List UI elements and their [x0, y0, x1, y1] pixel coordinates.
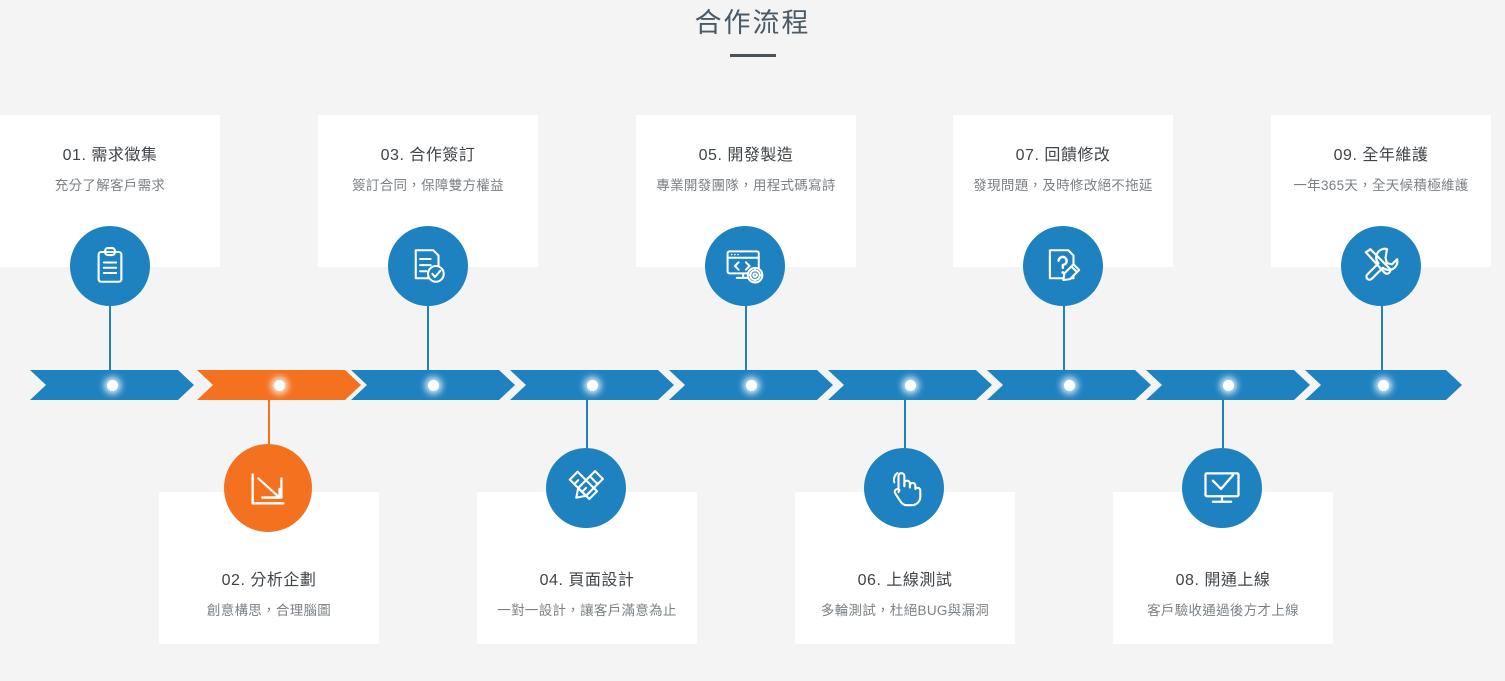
chevron-node-dot	[1378, 380, 1389, 391]
chevron-segment-06[interactable]	[828, 370, 992, 400]
step-title: 05. 開發製造	[698, 147, 794, 164]
connector-stem-07	[1063, 306, 1065, 372]
page-title: 合作流程	[694, 8, 811, 38]
connector-stem-06	[904, 398, 906, 448]
step-card-06[interactable]: 06. 上線測試 多輪測試，杜絕BUG與漏洞	[795, 492, 1015, 644]
chevron-segment-02[interactable]	[197, 370, 361, 400]
step-title: 03. 合作簽訂	[380, 147, 476, 164]
connector-stem-03	[427, 306, 429, 372]
chevron-node-dot	[746, 380, 757, 391]
step-icon-circle-03[interactable]	[388, 226, 468, 306]
connector-stem-01	[109, 306, 111, 372]
step-title: 07. 回饋修改	[1015, 147, 1111, 164]
pencil-ruler-icon	[564, 466, 608, 510]
step-card-08[interactable]: 08. 開通上線 客戶驗收通過後方才上線	[1113, 492, 1333, 644]
title-divider	[729, 54, 776, 57]
connector-stem-08	[1222, 398, 1224, 448]
step-desc: 創意構思，合理腦圖	[206, 603, 332, 618]
step-title: 06. 上線測試	[857, 572, 953, 589]
step-icon-circle-04[interactable]	[546, 448, 626, 528]
code-monitor-gear-icon	[723, 244, 767, 288]
step-desc: 發現問題，及時修改絕不拖延	[973, 178, 1153, 193]
chevron-node-dot	[587, 380, 598, 391]
chevron-segment-05[interactable]	[669, 370, 833, 400]
connector-stem-09	[1381, 306, 1383, 372]
step-desc: 專業開發團隊，用程式碼寫詩	[656, 178, 836, 193]
chevron-segment-09[interactable]	[1305, 370, 1462, 400]
chevron-node-dot	[274, 380, 285, 391]
step-icon-circle-09[interactable]	[1341, 226, 1421, 306]
chevron-node-dot	[905, 380, 916, 391]
connector-stem-04	[586, 398, 588, 448]
page-header: 合作流程	[0, 0, 1505, 90]
step-title: 08. 開通上線	[1175, 572, 1271, 589]
step-icon-circle-08[interactable]	[1182, 448, 1262, 528]
chevron-segment-03[interactable]	[351, 370, 515, 400]
chevron-segment-01[interactable]	[30, 370, 194, 400]
question-edit-icon	[1042, 245, 1084, 287]
chevron-node-dot	[1223, 380, 1234, 391]
monitor-check-icon	[1200, 466, 1244, 510]
step-icon-circle-07[interactable]	[1023, 226, 1103, 306]
step-title: 02. 分析企劃	[221, 572, 317, 589]
step-desc: 多輪測試，杜絕BUG與漏洞	[820, 603, 990, 618]
chevron-node-dot	[1064, 380, 1075, 391]
step-desc: 簽訂合同，保障雙方權益	[352, 178, 504, 193]
step-desc: 一對一設計，讓客戶滿意為止	[497, 603, 677, 618]
step-icon-circle-02[interactable]	[224, 444, 312, 532]
chevron-segment-04[interactable]	[510, 370, 674, 400]
connector-stem-05	[745, 306, 747, 372]
chevron-progress-bar	[30, 370, 1462, 400]
step-title: 09. 全年維護	[1333, 147, 1429, 164]
step-icon-circle-06[interactable]	[864, 448, 944, 528]
chevron-segment-07[interactable]	[987, 370, 1151, 400]
chevron-node-dot	[107, 380, 118, 391]
step-title: 04. 頁面設計	[539, 572, 635, 589]
step-desc: 一年365天，全天候積極維護	[1293, 178, 1469, 193]
step-desc: 充分了解客戶需求	[54, 178, 166, 193]
chevron-segment-08[interactable]	[1146, 370, 1310, 400]
step-icon-circle-01[interactable]	[70, 226, 150, 306]
connector-stem-02	[268, 398, 270, 446]
analytics-arrow-icon	[245, 465, 291, 511]
clipboard-icon	[89, 245, 131, 287]
step-card-04[interactable]: 04. 頁面設計 一對一設計，讓客戶滿意為止	[477, 492, 697, 644]
step-title: 01. 需求徵集	[62, 147, 158, 164]
contract-check-icon	[407, 245, 449, 287]
wrench-screwdriver-icon	[1359, 244, 1403, 288]
step-desc: 客戶驗收通過後方才上線	[1147, 603, 1299, 618]
click-hand-icon	[882, 466, 926, 510]
chevron-node-dot	[428, 380, 439, 391]
step-icon-circle-05[interactable]	[705, 226, 785, 306]
